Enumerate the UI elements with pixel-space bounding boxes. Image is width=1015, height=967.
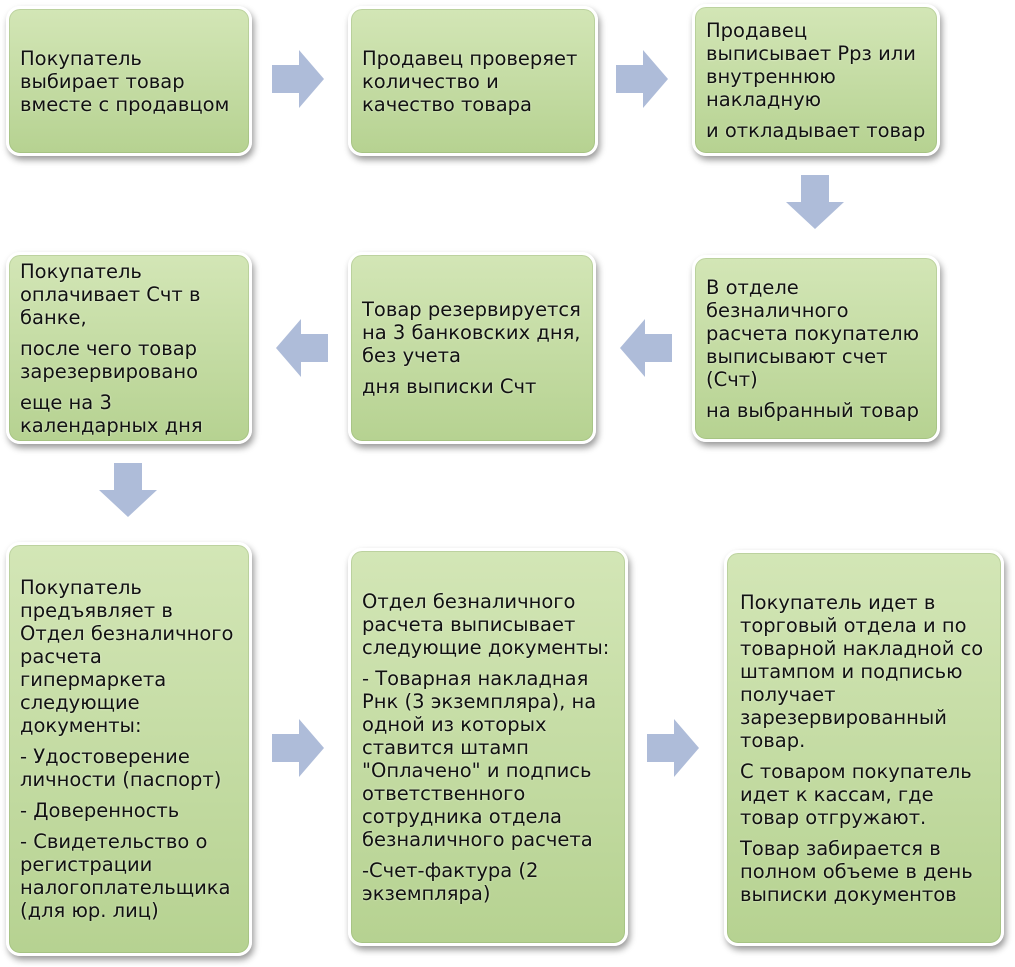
step-1-text: Покупатель выбирает товар вместе с прода… [20, 46, 230, 116]
step-7-text-c: - Доверенность [20, 799, 180, 822]
step-6-text-a: Покупатель оплачивает Счт в банке, [20, 259, 201, 329]
arrow-right-2-3 [616, 50, 668, 108]
arrow-left-4-5 [620, 319, 672, 377]
step-5-text-b: дня выписки Счт [362, 375, 537, 398]
arrow-right-8-9 [647, 719, 699, 777]
arrow-shape [647, 719, 699, 777]
step-4-text-b: на выбранный товар [706, 398, 920, 422]
arrow-down-6-7 [99, 463, 157, 517]
step-2-box: Продавец проверяет количество и качество… [348, 6, 598, 156]
arrow-shape [620, 319, 672, 377]
step-1-box: Покупатель выбирает товар вместе с прода… [6, 6, 252, 156]
step-9-text-a: Покупатель идет в торговый отдела и по т… [740, 590, 984, 752]
step-4-text-a: В отделе безналичного расчета покупателю… [706, 275, 920, 391]
arrow-down-3-4 [786, 175, 844, 229]
step-4-box: В отделе безналичного расчета покупателю… [692, 255, 940, 442]
arrow-shape [272, 719, 324, 777]
step-9-text-b: С товаром покупатель идет к кассам, где … [740, 759, 972, 829]
step-5-box: Товар резервируется на 3 банковских дня,… [348, 252, 596, 444]
arrow-shape [786, 175, 844, 229]
step-7-text-b: - Удостоверение личности (паспорт) [20, 745, 222, 791]
step-6-text-b: после чего товар зарезервировано [20, 336, 199, 383]
arrow-shape [616, 50, 668, 108]
step-5-text-a: Товар резервируется на 3 банковских дня,… [362, 298, 581, 367]
step-7-text-d: - Свидетельство о регистрации налогоплат… [20, 830, 231, 922]
step-2-text: Продавец проверяет количество и качество… [362, 46, 578, 116]
arrow-shape [272, 50, 324, 108]
step-9-text-c: Товар забирается в полном объеме в день … [740, 836, 973, 906]
arrow-shape [276, 319, 328, 377]
step-8-box: Отдел безналичного расчета выписывает сл… [348, 548, 628, 946]
step-8-text-c: -Счет-фактура (2 экземпляра) [362, 858, 539, 905]
step-3-text-b: и откладывает товар [706, 118, 926, 142]
arrow-right-1-2 [272, 50, 324, 108]
step-8-text-b: - Товарная накладная Рнк (3 экземпляра),… [362, 666, 597, 851]
step-7-text-a: Покупатель предъявляет в Отдел безналичн… [20, 576, 234, 737]
arrow-shape [99, 463, 157, 517]
step-7-box: Покупатель предъявляет в Отдел безналичн… [6, 542, 252, 956]
step-6-text-c: еще на 3 календарных дня [20, 390, 203, 437]
arrow-right-7-8 [272, 719, 324, 777]
step-9-box: Покупатель идет в торговый отдела и по т… [724, 550, 1004, 946]
step-3-text-a: Продавец выписывает Ррз или внутреннюю н… [706, 18, 916, 111]
arrow-left-5-6 [276, 319, 328, 377]
step-6-box: Покупатель оплачивает Счт в банке, после… [6, 252, 252, 444]
step-3-box: Продавец выписывает Ррз или внутреннюю н… [692, 4, 940, 156]
step-8-text-a: Отдел безналичного расчета выписывает сл… [362, 589, 610, 659]
